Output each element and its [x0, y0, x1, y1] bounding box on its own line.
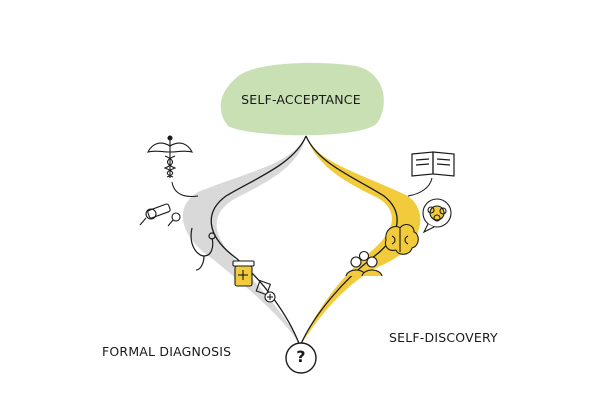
- blood-draw-icon: [139, 203, 181, 227]
- right-path-band: [300, 136, 421, 346]
- origin-label: ?: [296, 347, 306, 366]
- origin-circle: [285, 342, 317, 374]
- right-path-label: SELF-DISCOVERY: [389, 330, 498, 345]
- pill-bottle-icon: [232, 260, 255, 287]
- left-path-line: [210, 135, 307, 347]
- pills-icon: [255, 279, 276, 303]
- left-path-label: FORMAL DIAGNOSIS: [102, 344, 232, 359]
- thought-bubble-icon: [422, 198, 452, 234]
- right-connector: [407, 177, 433, 197]
- stethoscope-icon: [190, 227, 216, 271]
- goal-blob: [220, 62, 384, 136]
- left-connector: [171, 181, 199, 197]
- left-path-band: [182, 136, 306, 346]
- goal-label: SELF-ACCEPTANCE: [241, 92, 361, 107]
- right-path-line: [299, 135, 398, 347]
- brain-icon: [384, 223, 419, 255]
- people-icon: [345, 250, 383, 277]
- open-book-icon: [411, 151, 455, 177]
- caduceus-icon: [146, 135, 194, 178]
